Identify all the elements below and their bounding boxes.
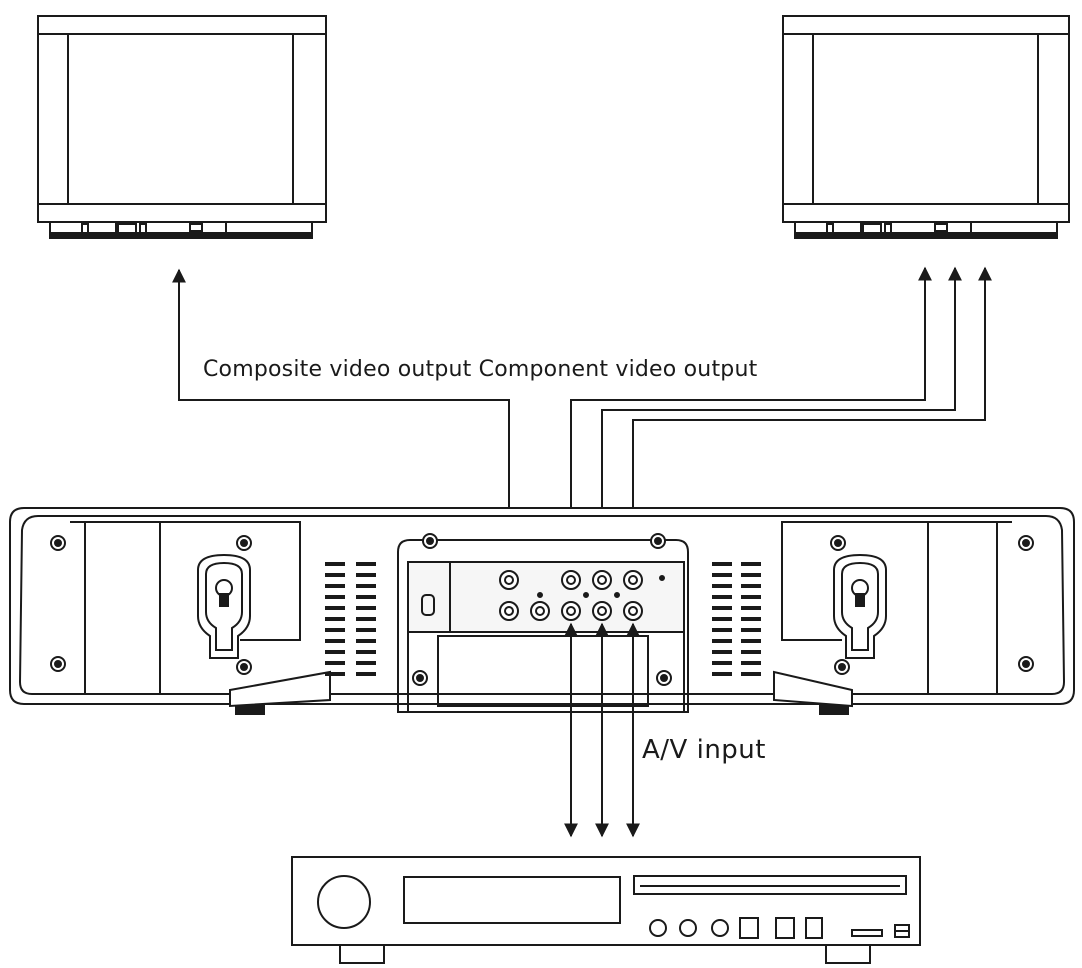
left-tv-icon — [37, 15, 327, 239]
av-input-cables — [564, 622, 640, 838]
video-output-label: Composite video output Component video o… — [203, 357, 758, 382]
soundbar-screws — [50, 533, 1034, 686]
rca-jacks — [499, 570, 665, 621]
right-tv-icon — [782, 15, 1070, 239]
composite-video-cable — [172, 268, 516, 568]
av-input-label: A/V input — [642, 735, 766, 765]
soundbar-vents — [325, 562, 761, 676]
dvd-player-icon — [291, 856, 921, 964]
component-video-cables — [564, 266, 992, 568]
